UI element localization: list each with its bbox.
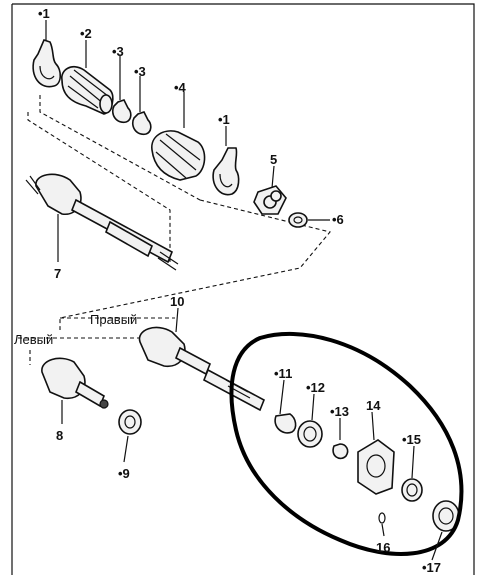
- label-11: •11: [274, 366, 292, 381]
- clamp-part-3a: [111, 99, 132, 124]
- shaft-part-7: [25, 173, 179, 271]
- callout-leaders: [45, 20, 443, 561]
- label-8: 8: [56, 428, 63, 443]
- label-15: •15: [402, 432, 421, 447]
- pin-part-16: [378, 512, 386, 524]
- ring-part-6: [288, 212, 308, 228]
- label-7: 7: [54, 266, 61, 281]
- seal-part-9: [118, 409, 142, 435]
- snap-ring-part-13: [332, 443, 349, 460]
- shaft-part-10-right: [138, 326, 266, 412]
- label-6: •6: [332, 212, 344, 227]
- label-1-right: •1: [218, 112, 230, 127]
- label-2: •2: [80, 26, 92, 41]
- side-label-right: Правый: [90, 312, 137, 327]
- joint-part-8-left: [41, 357, 109, 409]
- clamp-part-1-right: [212, 147, 240, 196]
- label-5: 5: [270, 152, 277, 167]
- tripod-part-5: [253, 185, 287, 215]
- assembly-leader-top: [27, 95, 331, 330]
- label-10: 10: [170, 294, 184, 309]
- label-3-b: •3: [134, 64, 146, 79]
- boot-part-4: [151, 130, 206, 181]
- boot-part-2: [61, 65, 114, 115]
- label-9: •9: [118, 466, 130, 481]
- label-13: •13: [330, 404, 349, 419]
- label-4: •4: [174, 80, 187, 95]
- clamp-part-1-left: [32, 39, 62, 88]
- frame-border: [11, 3, 475, 575]
- clamp-part-3b: [131, 111, 152, 136]
- bracket-part-14: [357, 439, 395, 495]
- highlight-circle: [229, 331, 464, 556]
- label-12: •12: [306, 380, 325, 395]
- label-14: 14: [366, 398, 381, 413]
- label-16: 16: [376, 540, 390, 555]
- seal-part-15: [401, 478, 423, 502]
- snap-ring-part-11: [274, 413, 297, 434]
- side-label-left: Левый: [14, 332, 53, 347]
- bearing-part-12: [297, 420, 323, 448]
- label-3-a: •3: [112, 44, 124, 59]
- label-1-left: •1: [38, 6, 50, 21]
- label-17: •17: [422, 560, 441, 575]
